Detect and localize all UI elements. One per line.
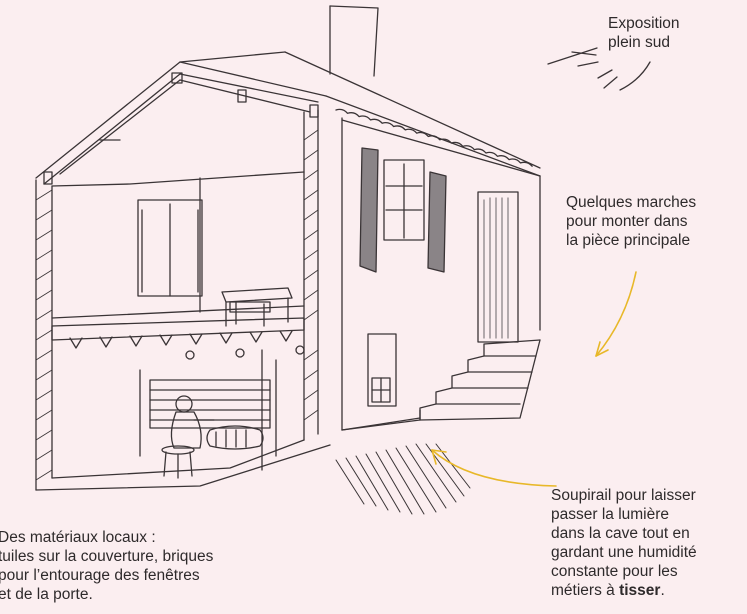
label-materiaux: Des matériaux locaux : tuiles sur la cou… xyxy=(0,528,213,604)
label-line: Des matériaux locaux : xyxy=(0,529,156,546)
left-shutter xyxy=(359,147,379,273)
label-line-last: métiers à tisser. xyxy=(551,581,697,600)
label-line: plein sud xyxy=(608,34,671,51)
label-line: Exposition xyxy=(608,15,680,32)
label-line: la pièce principale xyxy=(566,232,691,249)
label-soupirail: Soupirail pour laisser passer la lumière… xyxy=(551,486,697,600)
arrow-marches xyxy=(595,271,637,357)
label-line: constante pour les xyxy=(551,563,678,580)
arrows xyxy=(431,271,637,487)
label-bold-word: tisser xyxy=(619,582,661,599)
sun-icon xyxy=(547,47,651,91)
label-prefix: métiers à xyxy=(551,582,620,599)
label-line: Soupirail pour laisser xyxy=(551,487,696,504)
label-line: dans la cave tout en xyxy=(551,525,690,542)
label-line: et de la porte. xyxy=(0,586,93,603)
label-line: pour l’entourage des fenêtres xyxy=(0,567,200,584)
right-shutter xyxy=(427,171,447,273)
label-line: Quelques marches xyxy=(566,194,697,211)
label-line: tuiles sur la couverture, briques xyxy=(0,548,214,565)
arrow-soupirail xyxy=(431,449,557,487)
ground-hatching xyxy=(335,443,471,515)
floor-beams xyxy=(51,317,305,360)
label-suffix: . xyxy=(660,582,665,599)
cutaway-walls xyxy=(35,109,541,491)
label-line: gardant une humidité xyxy=(551,544,697,561)
facade xyxy=(341,119,541,431)
label-line: passer la lumière xyxy=(551,506,670,523)
chimney xyxy=(329,5,379,77)
label-exposition: Exposition plein sud xyxy=(608,14,680,52)
label-line: pour monter dans xyxy=(566,213,688,230)
upper-room xyxy=(51,171,305,327)
loom-and-weaver xyxy=(139,349,277,479)
roof xyxy=(35,51,541,185)
label-marches: Quelques marches pour monter dans la piè… xyxy=(566,193,696,250)
